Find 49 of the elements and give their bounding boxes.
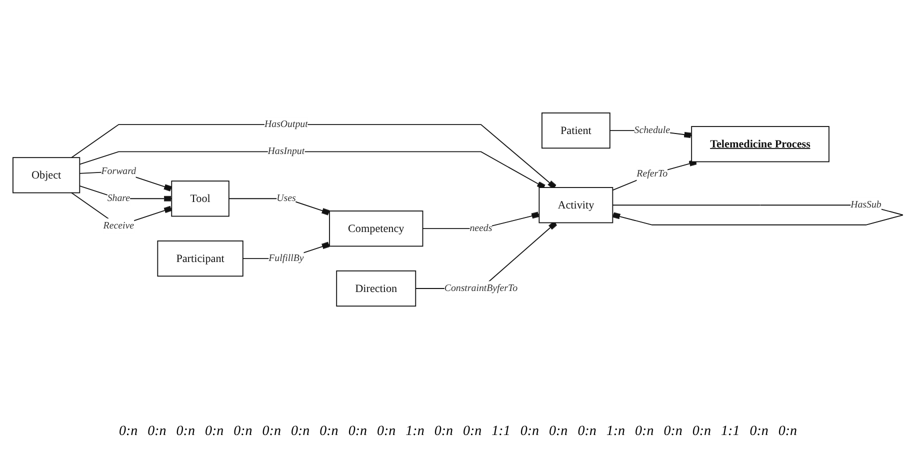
cardinality-label: 0:n <box>290 424 310 440</box>
edge-label: Share <box>107 194 130 204</box>
cardinality-label: 0:n <box>320 424 338 440</box>
cardinality-label: 0:n <box>750 424 768 440</box>
connector <box>71 124 557 190</box>
node-box: Competency <box>329 211 424 248</box>
edge-label: Uses <box>276 194 296 204</box>
node-box: Activity <box>538 188 614 224</box>
edge-label: Schedule <box>634 125 670 136</box>
node-box: Telemedicine Process <box>691 126 830 163</box>
node-box: Direction <box>336 270 416 308</box>
cardinality-label: 0:n <box>692 424 712 440</box>
cardinality-label: 0:n <box>520 424 540 440</box>
edge-label: HasOutput <box>264 119 308 130</box>
cardinality-label: 0:n <box>204 424 224 440</box>
node-box: Participant <box>157 240 244 278</box>
cardinality-label: 0:n <box>262 424 281 440</box>
cardinality-label: 0:n <box>463 424 482 440</box>
edge-label: HasSub <box>850 200 882 211</box>
cardinality-label: 0:n <box>234 424 252 440</box>
node-box: Tool <box>171 181 230 218</box>
cardinality-label: 0:n <box>434 424 453 440</box>
edge-label: Forward <box>101 166 136 177</box>
cardinality-label: 0:n <box>578 424 596 440</box>
node-box: Object <box>12 158 80 194</box>
cardinality-label: 0:n <box>635 424 654 440</box>
connector <box>228 198 330 216</box>
cardinality-label: 0:n <box>376 424 396 440</box>
cardinality-label: 0:n <box>664 424 682 440</box>
cardinality-label: 0:n <box>549 424 568 440</box>
edge-label: ReferTo <box>636 168 668 180</box>
edge-label: needs <box>470 224 492 234</box>
connector <box>422 212 540 230</box>
cardinality-label: 1:n <box>406 424 424 440</box>
cardinality-label: 1:n <box>606 424 626 440</box>
cardinality-label: 0:n <box>118 424 138 440</box>
edge-label: FulfillBy <box>268 253 304 264</box>
cardinality-label: 0:n <box>348 424 367 440</box>
edge-label: HasInput <box>268 146 305 158</box>
edge-label: ConstraintByferTo <box>444 283 518 294</box>
connector <box>612 160 698 192</box>
cardinality-label: 1:1 <box>492 424 510 440</box>
node-box: Patient <box>542 112 610 150</box>
cardinality-label: 0:n <box>176 424 195 440</box>
edge-label: Receive <box>103 220 134 232</box>
cardinality-label: 1:1 <box>721 424 740 440</box>
connector <box>415 222 558 290</box>
cardinality-label: 0:n <box>778 424 798 440</box>
cardinality-label: 0:n <box>148 424 166 440</box>
